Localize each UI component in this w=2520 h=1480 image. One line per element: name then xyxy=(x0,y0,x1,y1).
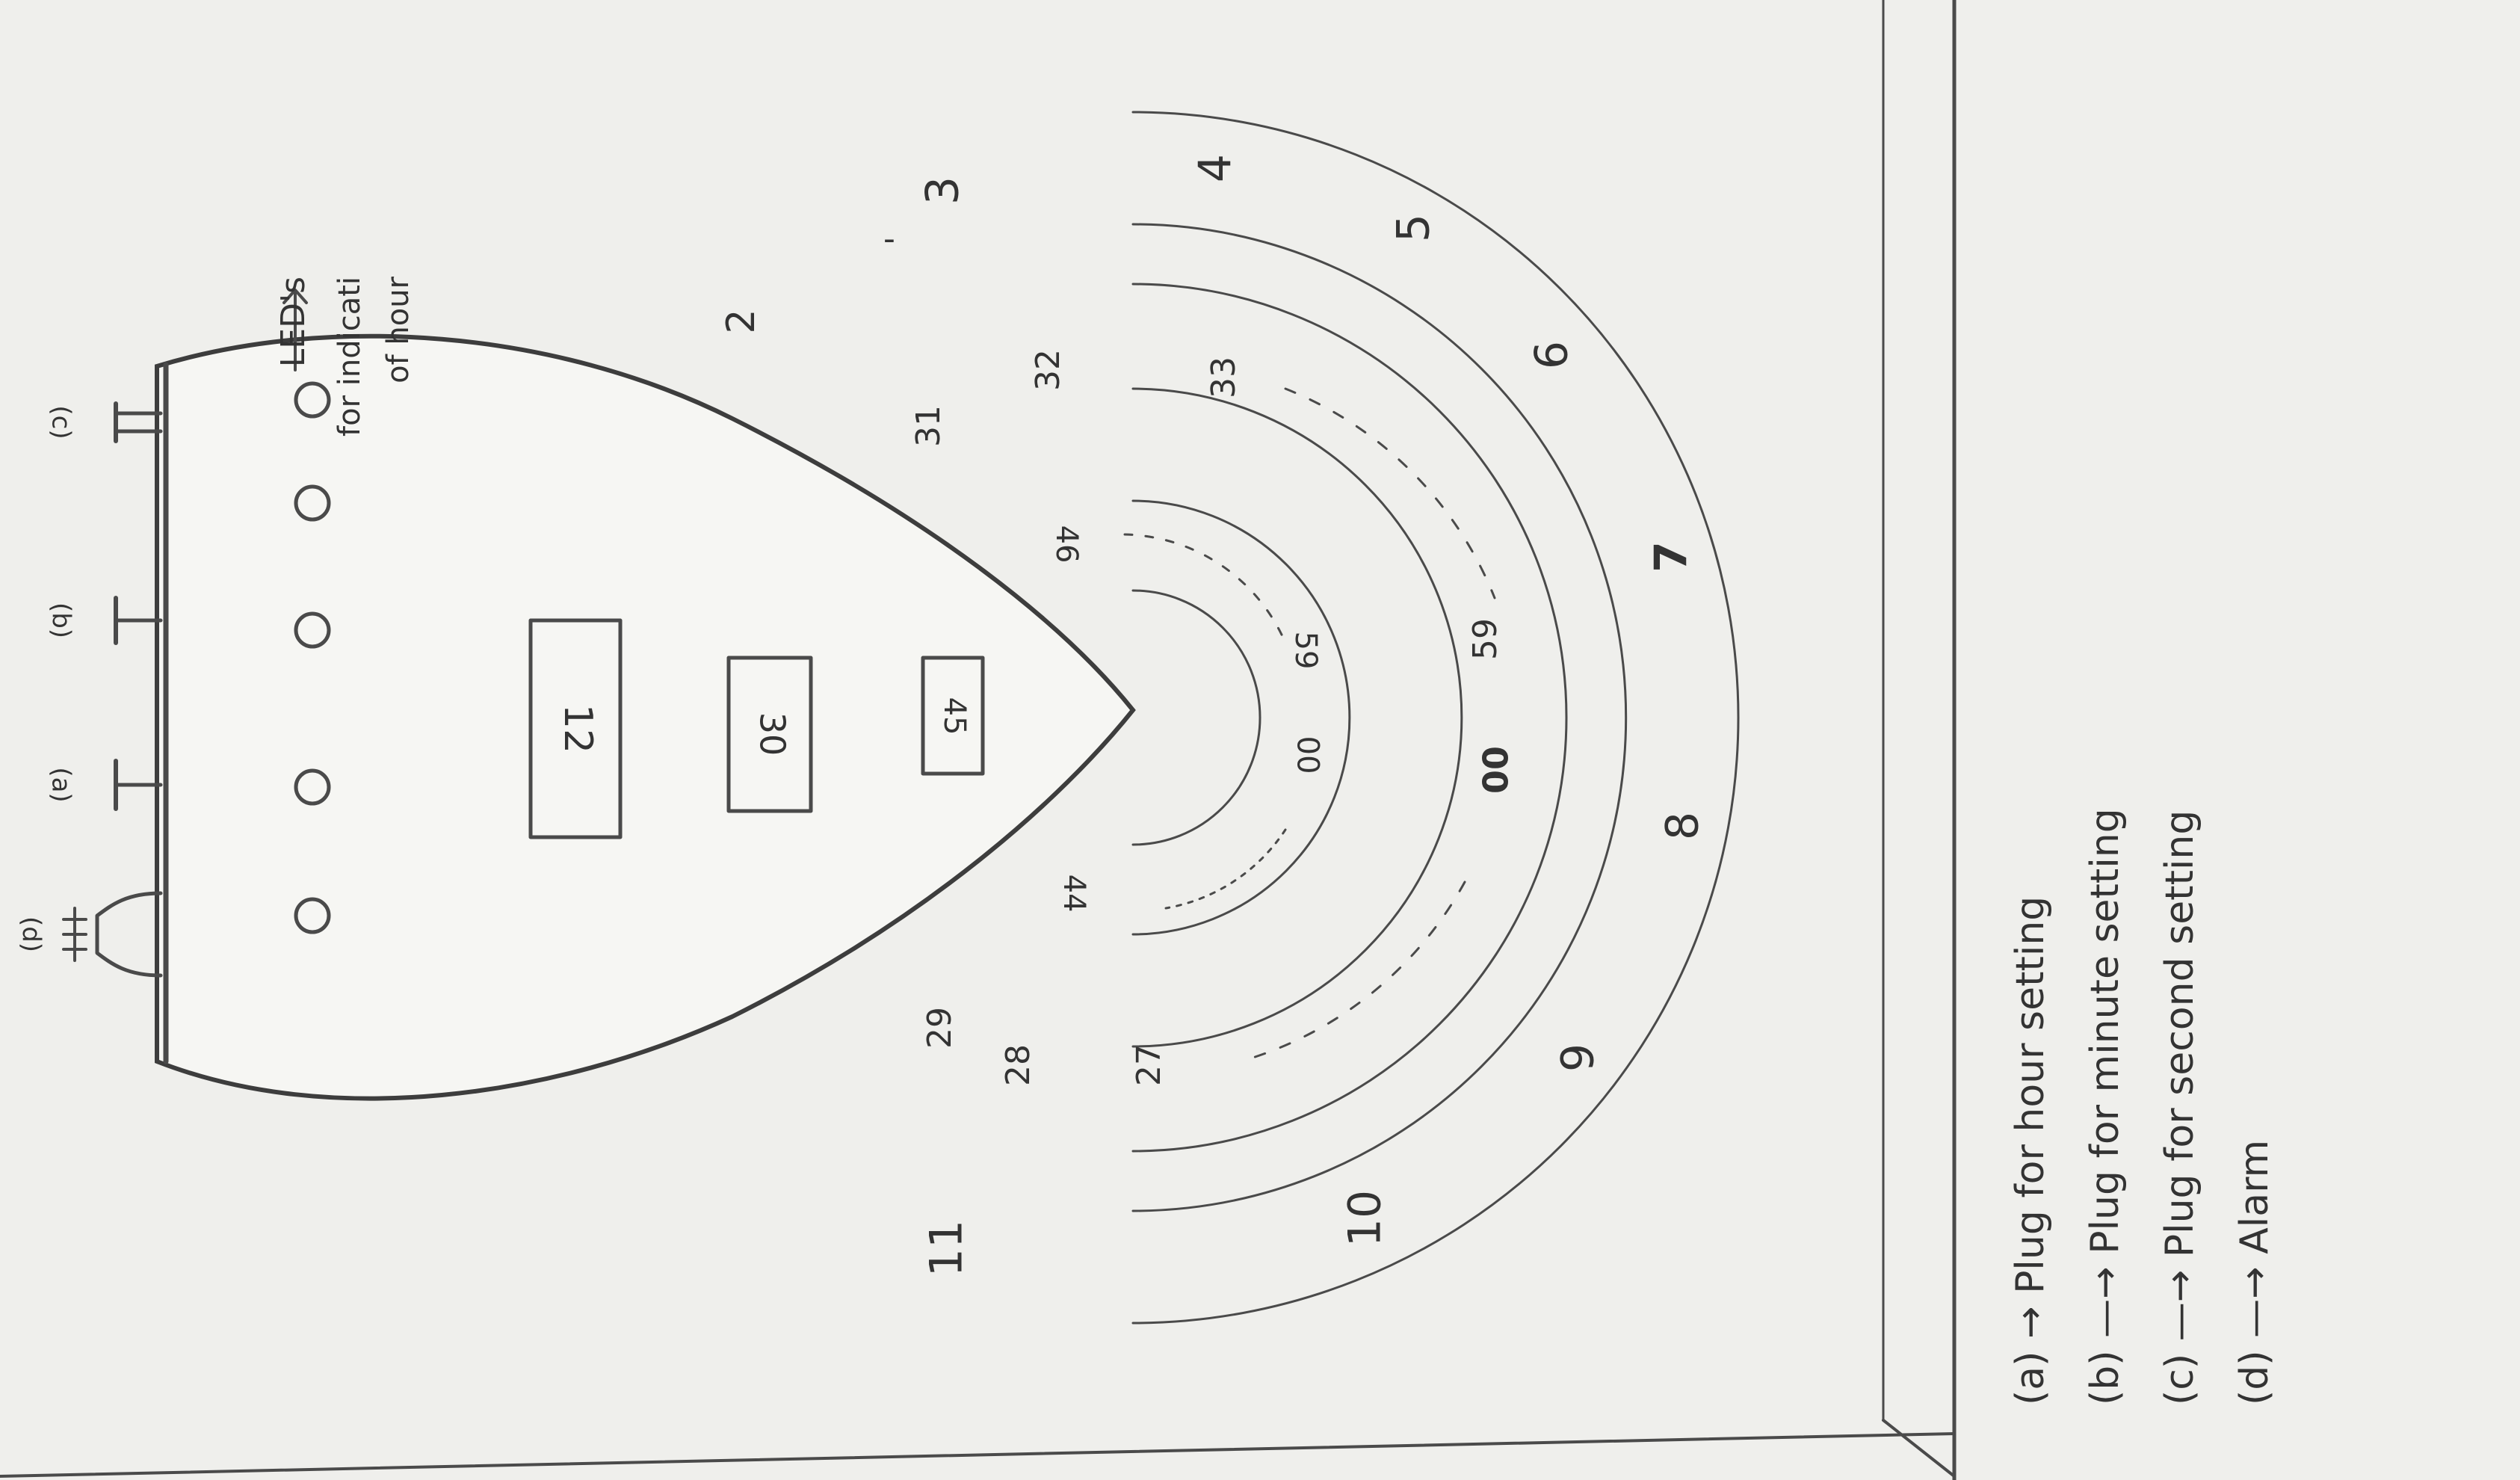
second-ticks-lower xyxy=(1166,830,1285,908)
second-display-value: 45 xyxy=(937,697,972,736)
minute-label: 28 xyxy=(999,1044,1037,1086)
second-label: 46 xyxy=(1049,525,1084,564)
minute-ring-inner xyxy=(1133,389,1462,1046)
minute-display-value: 30 xyxy=(753,712,793,756)
hour-label: 2 xyxy=(719,309,764,333)
hour-label: 3 xyxy=(917,176,969,205)
minute-label: 00 xyxy=(1476,746,1516,794)
legend-item-a: (a) → Plug for hour setting xyxy=(2008,896,2053,1405)
dial-rings xyxy=(1125,112,1738,1323)
second-ring-inner xyxy=(1133,591,1260,845)
plug-d-alarm[interactable]: (d) xyxy=(16,893,161,975)
second-label: 44 xyxy=(1057,875,1091,913)
plug-d-label: (d) xyxy=(16,916,46,952)
legend-item-d: (d) —→ Alarm xyxy=(2232,1140,2277,1405)
second-label: 00 xyxy=(1293,736,1327,774)
clock-casing xyxy=(157,336,1133,1099)
hour-label: 7 xyxy=(1646,541,1698,573)
second-ring-outer xyxy=(1133,501,1350,934)
legend-item-b: (b) —→ Plug for minute setting xyxy=(2083,808,2128,1405)
hour-display-value: 12 xyxy=(555,704,600,753)
led-annotation-line2: for indicati xyxy=(333,277,367,437)
hour-dash: - xyxy=(883,220,895,258)
plug-a-label: (a) xyxy=(46,767,76,802)
minute-label: 32 xyxy=(1029,349,1067,391)
minute-ticks-upper xyxy=(1285,389,1495,598)
minute-label: 27 xyxy=(1130,1044,1168,1086)
alarm-bell-icon xyxy=(64,908,86,961)
hour-label: 5 xyxy=(1388,214,1440,242)
minute-label: 59 xyxy=(1466,618,1504,660)
minute-label: 31 xyxy=(910,405,948,447)
plug-b[interactable]: (b) xyxy=(46,598,161,643)
hour-label: 8 xyxy=(1657,812,1709,840)
plug-a[interactable]: (a) xyxy=(46,761,161,809)
second-label: 59 xyxy=(1288,632,1323,670)
hour-label: 4 xyxy=(1190,154,1242,182)
frame-line-bottom xyxy=(0,1434,1954,1476)
plug-c[interactable]: (c) xyxy=(46,404,161,441)
led-annotation-line1: LED's xyxy=(274,277,312,367)
legend-item-c: (c) —→ Plug for second setting xyxy=(2158,810,2202,1405)
hour-label: 9 xyxy=(1552,1043,1605,1072)
hour-label: 11 xyxy=(921,1220,973,1277)
plug-c-label: (c) xyxy=(46,405,76,439)
plug-b-label: (b) xyxy=(46,602,76,638)
frame-line-corner xyxy=(1883,1420,1954,1476)
hour-label: 6 xyxy=(1526,341,1578,369)
minute-ticks-lower xyxy=(1241,882,1465,1061)
minute-label: 33 xyxy=(1205,357,1243,398)
legend: (a) → Plug for hour setting (b) —→ Plug … xyxy=(2008,808,2277,1405)
second-ticks-upper xyxy=(1125,534,1285,643)
led-annotation-line3: of hour xyxy=(381,276,416,383)
hour-label: 10 xyxy=(1339,1190,1392,1247)
minute-label: 29 xyxy=(921,1007,959,1049)
